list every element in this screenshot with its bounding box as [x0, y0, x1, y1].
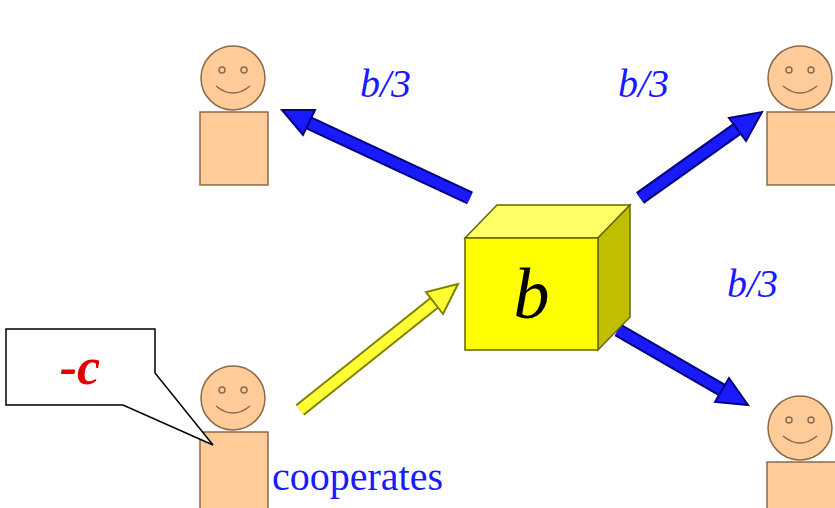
share-label: b/3: [618, 62, 669, 106]
callout-bubble: -c: [5, 328, 220, 448]
share-label: b/3: [360, 62, 411, 106]
person-figure: [767, 396, 835, 508]
person-figure: [200, 366, 268, 508]
contribution-arrow: [300, 284, 458, 410]
person-figure: [200, 46, 268, 185]
share-label: b/3: [727, 262, 778, 306]
node-text: b: [465, 238, 598, 350]
person-figure: [767, 46, 835, 185]
benefit-arrow: [640, 112, 762, 198]
benefit-arrow: [618, 330, 748, 405]
cube-front: [465, 238, 598, 350]
callout-outline: [6, 329, 213, 445]
action-label: cooperates: [272, 455, 443, 499]
callout-bubble-outline: [5, 328, 220, 448]
cube-side: [598, 205, 630, 350]
node-text: -c: [5, 328, 155, 405]
benefit-arrow: [282, 110, 470, 198]
pool-cube: b: [462, 200, 634, 355]
